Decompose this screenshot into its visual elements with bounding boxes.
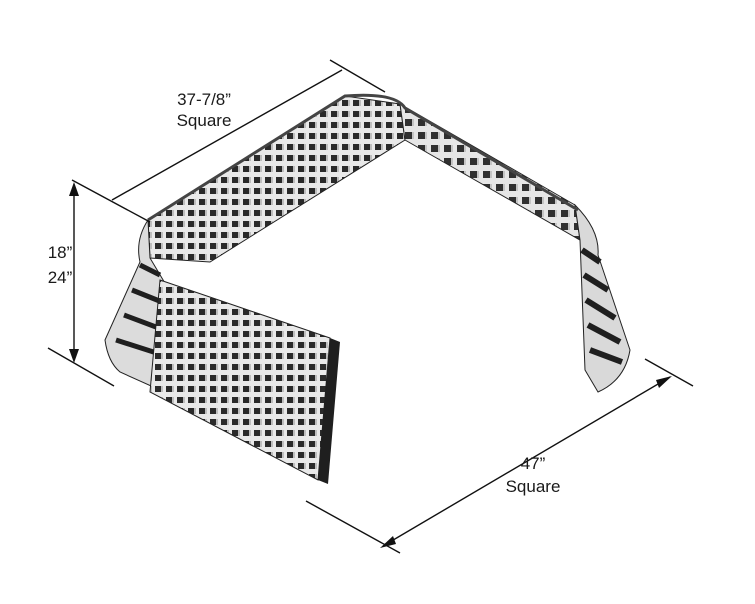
front-left-wall bbox=[149, 279, 331, 481]
top-extension-left bbox=[71, 179, 151, 223]
height-arrow-top bbox=[69, 182, 79, 196]
bottom-arrow-left bbox=[380, 536, 396, 548]
right-end-wall bbox=[574, 203, 631, 393]
top-dimension-unit: Square bbox=[177, 111, 232, 130]
bottom-dimension-value: 47” bbox=[521, 454, 546, 473]
front-left-edge bbox=[318, 338, 340, 484]
bottom-extension-right bbox=[644, 358, 694, 387]
bottom-arrow-right bbox=[656, 376, 672, 388]
riser-frame bbox=[104, 93, 631, 484]
bottom-dimension-unit: Square bbox=[506, 477, 561, 496]
height-dimension: 18” 24” bbox=[47, 182, 115, 387]
left-end-stripes bbox=[115, 262, 167, 359]
height-dimension-value-2: 24” bbox=[48, 268, 73, 287]
top-dimension: 37-7/8” Square bbox=[71, 59, 386, 223]
bottom-dimension: 47” Square bbox=[305, 358, 694, 554]
height-dimension-value-1: 18” bbox=[48, 243, 73, 262]
right-end-stripes bbox=[580, 247, 624, 365]
top-rim bbox=[147, 93, 579, 222]
height-extension-bottom bbox=[47, 347, 115, 387]
height-arrow-bottom bbox=[69, 349, 79, 363]
bottom-dimension-line bbox=[382, 376, 671, 547]
top-dimension-value: 37-7/8” bbox=[177, 90, 231, 109]
top-dimension-line bbox=[111, 69, 343, 201]
back-right-wall bbox=[399, 103, 581, 241]
top-extension-right bbox=[329, 59, 386, 93]
